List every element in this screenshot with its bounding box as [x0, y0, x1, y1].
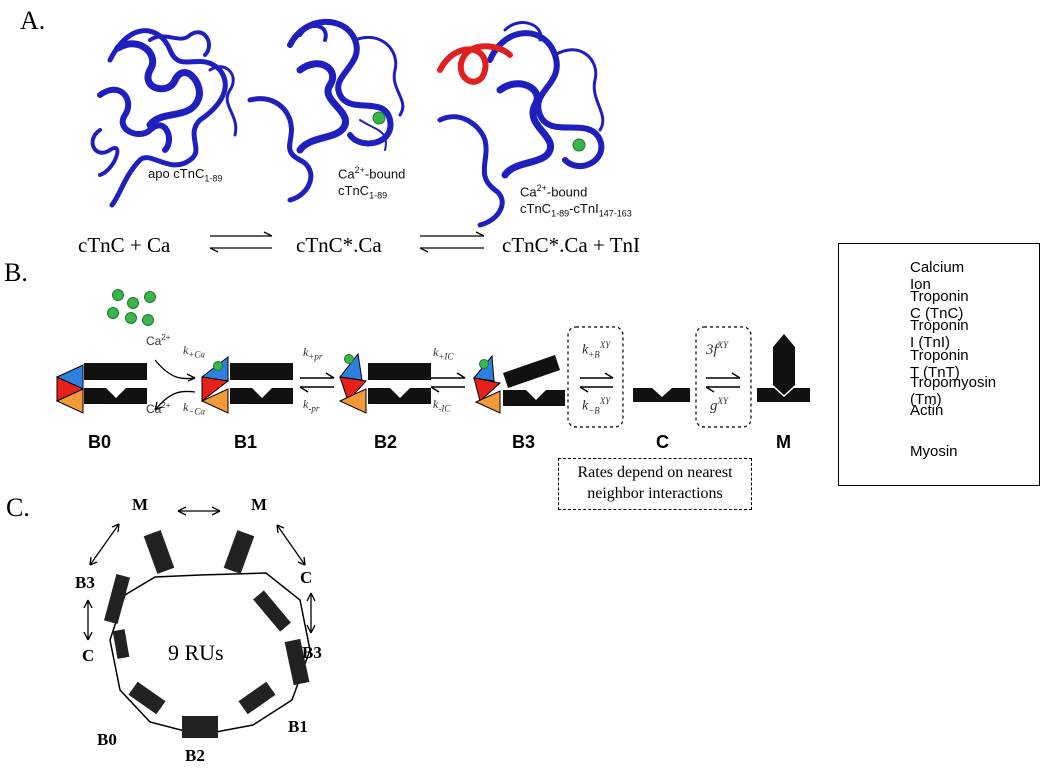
- c-unit: [633, 388, 690, 402]
- b1-b2-arrows: [299, 372, 335, 393]
- ca-bound-ctnc-ctni-structure: [437, 21, 605, 228]
- calcium-ion-icon: [372, 111, 386, 125]
- ring-b1-label: B1: [288, 717, 308, 736]
- k-plus-ca-label: k+Ca: [183, 343, 205, 360]
- b3-unit: [473, 354, 565, 414]
- ca-binding-arrows: [154, 359, 196, 411]
- panel-b-letter: B.: [4, 258, 28, 287]
- ring-b2-label: B2: [185, 746, 205, 765]
- legend-tnc-label: Troponin C (TnC): [910, 288, 969, 322]
- m-unit: [757, 334, 810, 402]
- ring-c-left-label: C: [82, 646, 95, 665]
- state-b1-label: B1: [234, 432, 258, 452]
- apo-ctnc-structure: [90, 28, 238, 208]
- ring-b3-left-label: B3: [75, 573, 95, 592]
- b0-unit: [55, 363, 147, 414]
- b2-b3-arrows: [430, 372, 466, 393]
- k-minus-b-label: k−BXY: [582, 396, 611, 416]
- ring-c-right-label: C: [300, 568, 313, 587]
- ring-b0-label: B0: [97, 730, 117, 749]
- ctni-helix-icon: [437, 43, 513, 85]
- equation-left: cTnC + Ca: [78, 233, 171, 257]
- state-b0-label: B0: [88, 432, 112, 452]
- ca-bound-ctnc-ctni-label: Ca2+-bound cTnC1-89-cTnI147-163: [520, 183, 632, 219]
- nearest-neighbor-note: Rates depend on nearest neighbor interac…: [558, 458, 752, 510]
- equation-right: cTnC*.Ca + TnI: [502, 233, 641, 257]
- ca-out-label: Ca2+: [146, 401, 171, 416]
- calcium-ion-icon: [572, 138, 586, 152]
- f-rate-label: 3fXY: [706, 340, 729, 358]
- panel-c-letter: C.: [6, 493, 30, 522]
- equilibrium-arrows-a: [209, 231, 485, 253]
- b2-unit: [338, 352, 431, 414]
- legend-box: [838, 243, 1040, 486]
- ring-m-right-label: M: [251, 495, 268, 514]
- ca-bound-ctnc-label: Ca2+-bound cTnC1-89: [338, 165, 406, 201]
- apo-ctnc-label: apo cTnC1-89: [148, 166, 223, 184]
- ring-center-label: 9 RUs: [168, 640, 224, 665]
- k-plus-pr-label: k+pr: [303, 345, 323, 362]
- equation-middle: cTnC*.Ca: [296, 233, 382, 257]
- k-plus-ic-label: k+IC: [433, 345, 454, 362]
- k-minus-pr-label: k-pr: [303, 397, 320, 414]
- kb-rate-box: [567, 326, 624, 428]
- legend-actin-label: Actin: [910, 402, 944, 419]
- legend-calcium-label: Calcium Ion: [910, 259, 965, 293]
- legend-tni-label: Troponin I (TnI): [910, 317, 969, 351]
- ring-m-left-label: M: [132, 495, 149, 514]
- state-c-label: C: [656, 432, 669, 452]
- legend-myosin-label: Myosin: [910, 443, 958, 460]
- k-minus-ic-label: k-IC: [433, 397, 451, 414]
- panel-a-letter: A.: [20, 6, 46, 35]
- b1-unit: [200, 355, 293, 414]
- fg-rate-box: [695, 326, 752, 428]
- state-b2-label: B2: [374, 432, 398, 452]
- ca-in-label: Ca2+: [146, 333, 171, 348]
- ca-bound-ctnc-structure: [247, 18, 405, 203]
- state-b3-label: B3: [512, 432, 536, 452]
- g-rate-label: gXY: [710, 396, 729, 414]
- state-m-label: M: [776, 432, 791, 452]
- k-minus-ca-label: k−Ca: [183, 400, 205, 417]
- legend-tm-label: Tropomyosin (Tm): [910, 374, 997, 408]
- ring-b3-right-label: B3: [302, 643, 322, 662]
- legend-tnt-label: Troponin T (TnT): [910, 347, 969, 381]
- k-plus-b-label: k+BXY: [582, 340, 611, 360]
- calcium-cluster-icon: [107, 289, 156, 326]
